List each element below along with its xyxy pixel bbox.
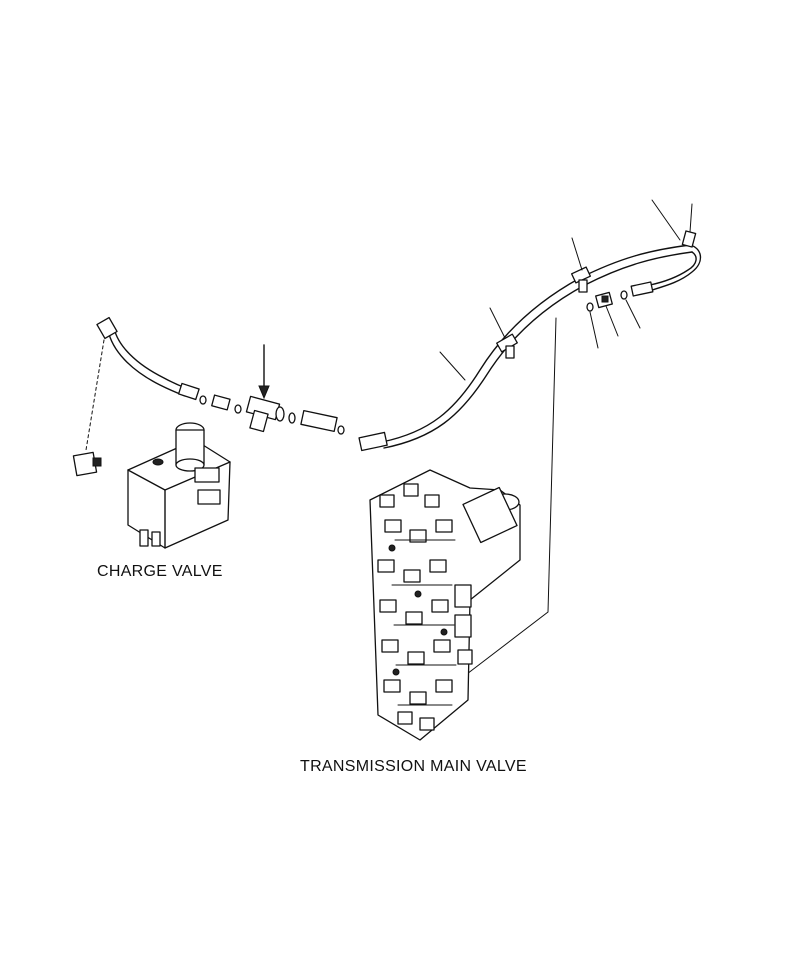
charge-valve-hose (85, 316, 200, 451)
tee-fitting (245, 395, 285, 433)
adapter-fittings (586, 290, 628, 312)
main-hose (358, 244, 693, 452)
charge-valve-body (72, 422, 231, 549)
fitting-chain-left (199, 394, 242, 414)
upper-right-hose (630, 230, 702, 297)
main-valve-ports (377, 483, 473, 731)
hose-clamp-2 (570, 266, 592, 293)
main-valve-details (388, 539, 457, 706)
transmission-main-valve-label: TRANSMISSION MAIN VALVE (300, 758, 527, 775)
arrow-indicator (258, 344, 270, 400)
charge-valve-label: CHARGE VALVE (97, 563, 223, 580)
inline-check-valve (288, 409, 345, 435)
transmission-main-valve-body (369, 469, 521, 741)
callout-leaders (439, 199, 693, 381)
hose-clamp-1 (496, 333, 518, 359)
tube-to-main-valve (445, 317, 557, 691)
